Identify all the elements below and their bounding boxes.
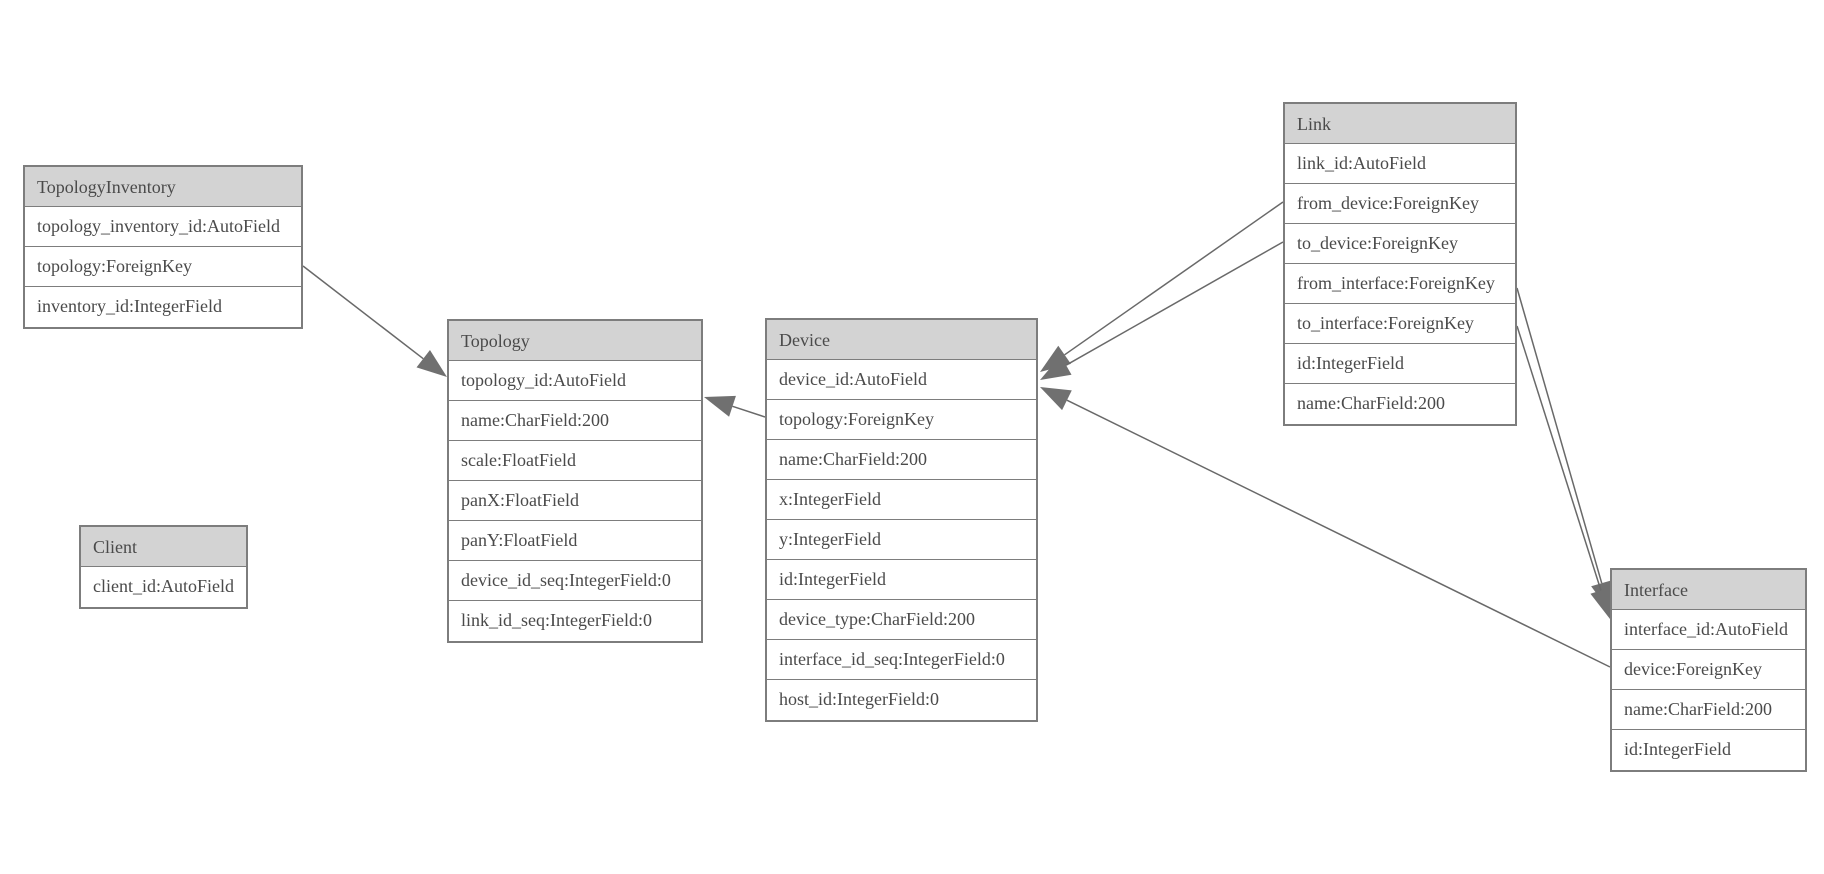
entity-field: name:CharField:200 bbox=[1612, 690, 1805, 730]
entity-title: Topology bbox=[449, 321, 701, 361]
link-to-device-relation-arrowhead bbox=[1040, 355, 1072, 380]
entity-field: topology_inventory_id:AutoField bbox=[25, 207, 301, 247]
entity-field: topology:ForeignKey bbox=[767, 400, 1036, 440]
entity-field: device_type:CharField:200 bbox=[767, 600, 1036, 640]
entity-field: link_id:AutoField bbox=[1285, 144, 1515, 184]
entity-field: device_id_seq:IntegerField:0 bbox=[449, 561, 701, 601]
entity-field: host_id:IntegerField:0 bbox=[767, 680, 1036, 720]
entity-field: scale:FloatField bbox=[449, 441, 701, 481]
link-to-interface-relation-line bbox=[1516, 325, 1602, 591]
device-topology-relation-line bbox=[732, 405, 766, 418]
entity-title: Interface bbox=[1612, 570, 1805, 610]
topologyinventory-topology-relation-line bbox=[302, 265, 424, 360]
interface-device-relation-arrowhead bbox=[1040, 387, 1072, 411]
entity-field: topology_id:AutoField bbox=[449, 361, 701, 401]
topologyinventory-topology-relation-arrowhead bbox=[416, 349, 447, 377]
entity-field: device:ForeignKey bbox=[1612, 650, 1805, 690]
entity-field: id:IntegerField bbox=[1285, 344, 1515, 384]
interface-device-relation-line bbox=[1066, 399, 1611, 668]
entity-field: link_id_seq:IntegerField:0 bbox=[449, 601, 701, 641]
link-to-interface-relation-arrowhead bbox=[1590, 587, 1612, 619]
entity-field: to_interface:ForeignKey bbox=[1285, 304, 1515, 344]
entity-field: to_device:ForeignKey bbox=[1285, 224, 1515, 264]
entity-field: topology:ForeignKey bbox=[25, 247, 301, 287]
entity-field: from_interface:ForeignKey bbox=[1285, 264, 1515, 304]
entity-field: client_id:AutoField bbox=[81, 567, 246, 607]
entity-field: interface_id:AutoField bbox=[1612, 610, 1805, 650]
entity-field: device_id:AutoField bbox=[767, 360, 1036, 400]
entity-field: panY:FloatField bbox=[449, 521, 701, 561]
link-from-interface-relation-line bbox=[1516, 287, 1603, 584]
entity-field: x:IntegerField bbox=[767, 480, 1036, 520]
entity-field: name:CharField:200 bbox=[1285, 384, 1515, 424]
entity-field: id:IntegerField bbox=[767, 560, 1036, 600]
entity-field: from_device:ForeignKey bbox=[1285, 184, 1515, 224]
entity-title: Device bbox=[767, 320, 1036, 360]
entity-field: panX:FloatField bbox=[449, 481, 701, 521]
device-topology-relation-arrowhead bbox=[704, 395, 736, 417]
link-from-device-relation-line bbox=[1064, 201, 1284, 356]
entity-field: y:IntegerField bbox=[767, 520, 1036, 560]
entity-field: name:CharField:200 bbox=[767, 440, 1036, 480]
entity-field: interface_id_seq:IntegerField:0 bbox=[767, 640, 1036, 680]
entity-field: id:IntegerField bbox=[1612, 730, 1805, 770]
link-to-device-relation-line bbox=[1065, 241, 1284, 366]
link-from-device-relation-arrowhead bbox=[1040, 345, 1071, 372]
entity-field: inventory_id:IntegerField bbox=[25, 287, 301, 327]
entity-title: TopologyInventory bbox=[25, 167, 301, 207]
entity-title: Link bbox=[1285, 104, 1515, 144]
entity-title: Client bbox=[81, 527, 246, 567]
entity-field: name:CharField:200 bbox=[449, 401, 701, 441]
